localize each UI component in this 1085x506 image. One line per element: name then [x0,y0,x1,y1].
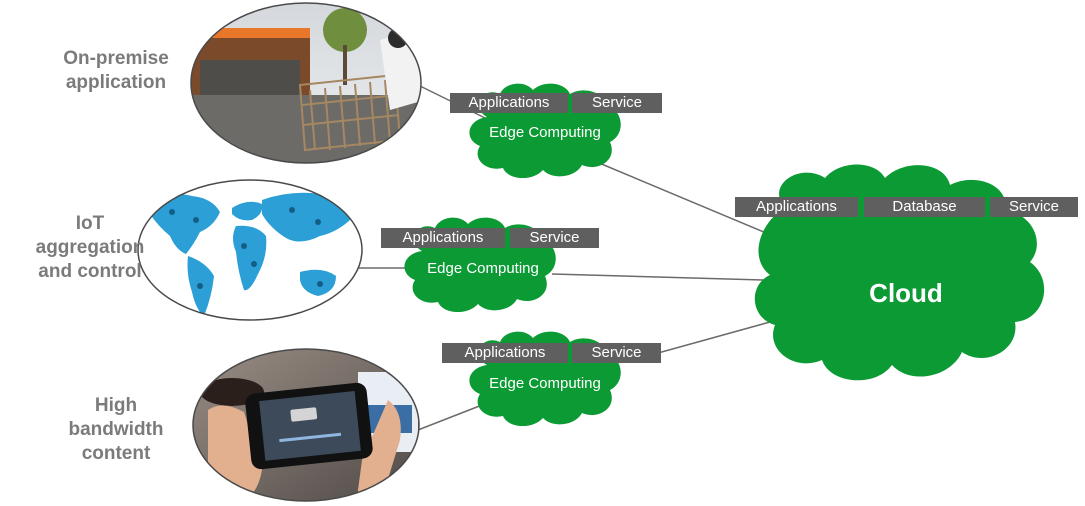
world-map-image [137,179,363,321]
edge2-title: Edge Computing [427,260,539,277]
edge3-service-tag: Service [572,343,661,363]
label-iot: IoT aggregation and control [35,213,145,282]
connector-edge3-cloud [639,321,771,359]
edge2-applications-tag: Applications [381,228,505,248]
store-photo [190,2,422,164]
edge1-service-tag: Service [572,93,662,113]
main-cloud [754,164,1045,381]
connector-edge1-cloud [591,159,791,244]
edge2-service-tag: Service [510,228,599,248]
label-high-bandwidth: High bandwidth content [68,395,164,464]
cloud-database-tag: Database [864,197,985,217]
cloud-service-tag: Service [990,197,1078,217]
edge3-applications-tag: Applications [442,343,568,363]
edge1-title: Edge Computing [489,124,601,141]
connector-edge2-cloud [551,273,766,281]
edge1-applications-tag: Applications [450,93,568,113]
phone-video-photo [192,348,420,502]
edge3-title: Edge Computing [489,375,601,392]
cloud-title: Cloud [869,278,943,308]
label-on-premise: On-premise application [63,48,169,93]
cloud-applications-tag: Applications [735,197,858,217]
